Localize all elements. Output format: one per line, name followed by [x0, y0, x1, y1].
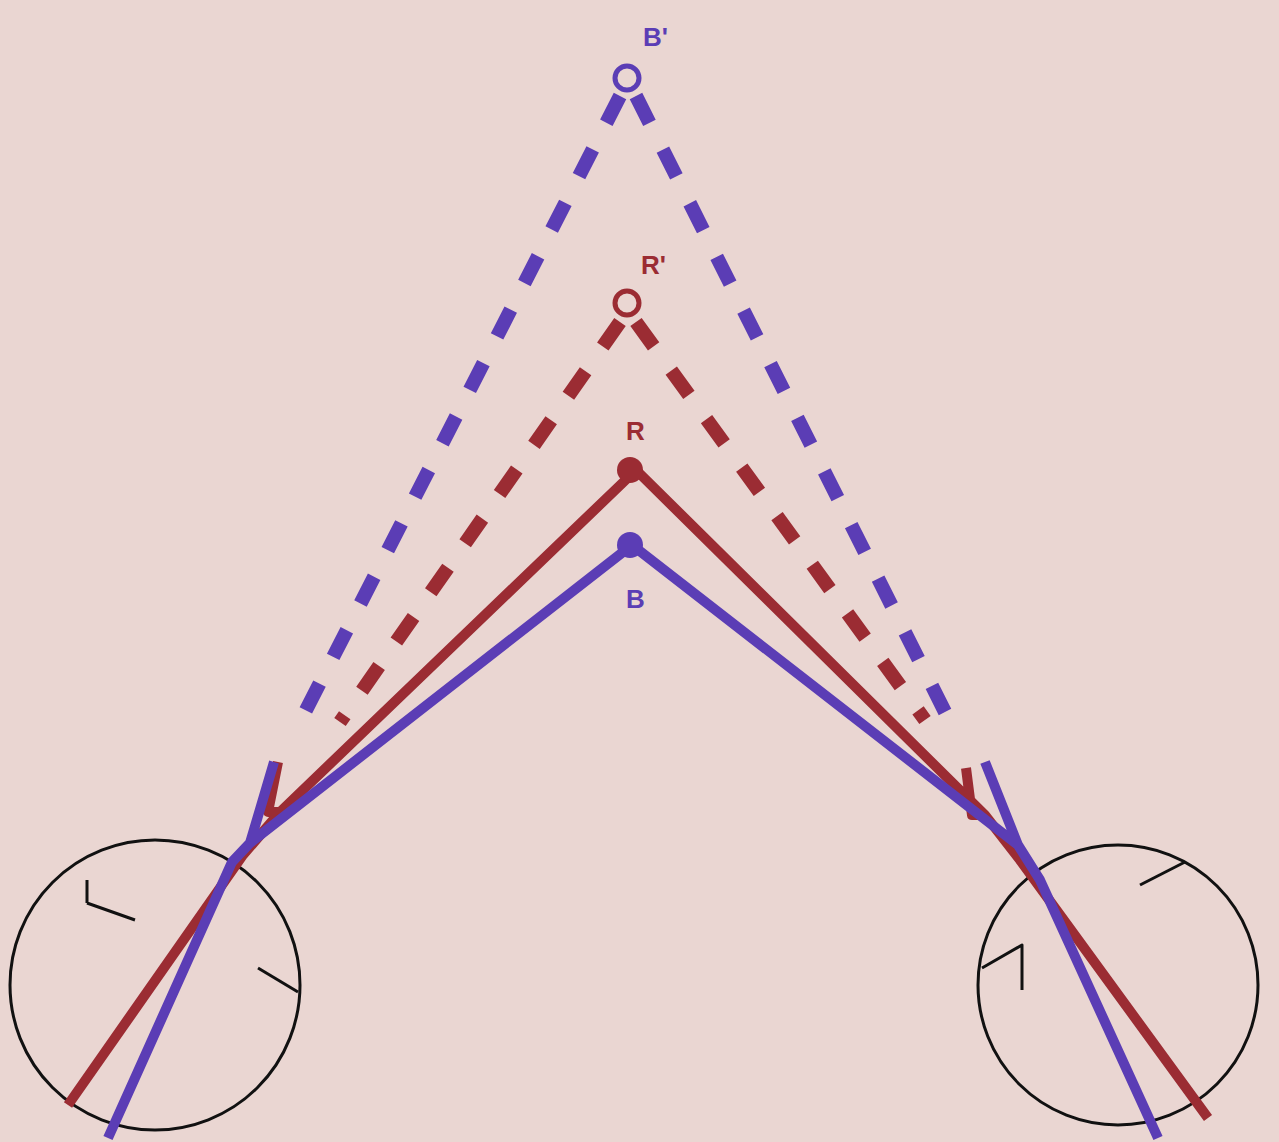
blue-ray-right	[632, 545, 1158, 1138]
solid-rays	[68, 470, 1208, 1138]
blue-dashed-ray	[305, 96, 620, 712]
point-label: R'	[641, 252, 666, 278]
left-eye-lens	[258, 968, 298, 992]
red-point	[617, 457, 643, 483]
right-eye-lens	[1140, 862, 1185, 885]
blue-point	[617, 532, 643, 558]
point-label: B'	[643, 24, 668, 50]
right-eye-lens	[982, 945, 1022, 990]
blue-ray-left	[108, 545, 632, 1138]
red-virtual-point	[615, 291, 639, 315]
point-label: B	[626, 586, 645, 612]
red-ray-right	[636, 470, 1208, 1118]
right-eye	[978, 845, 1258, 1125]
blue-virtual-point	[615, 66, 639, 90]
dashed-rays	[305, 96, 945, 722]
red-ray-left	[68, 470, 636, 1105]
eyes	[10, 840, 1258, 1130]
left-eye-lens	[87, 880, 135, 920]
point-label: R	[626, 418, 645, 444]
